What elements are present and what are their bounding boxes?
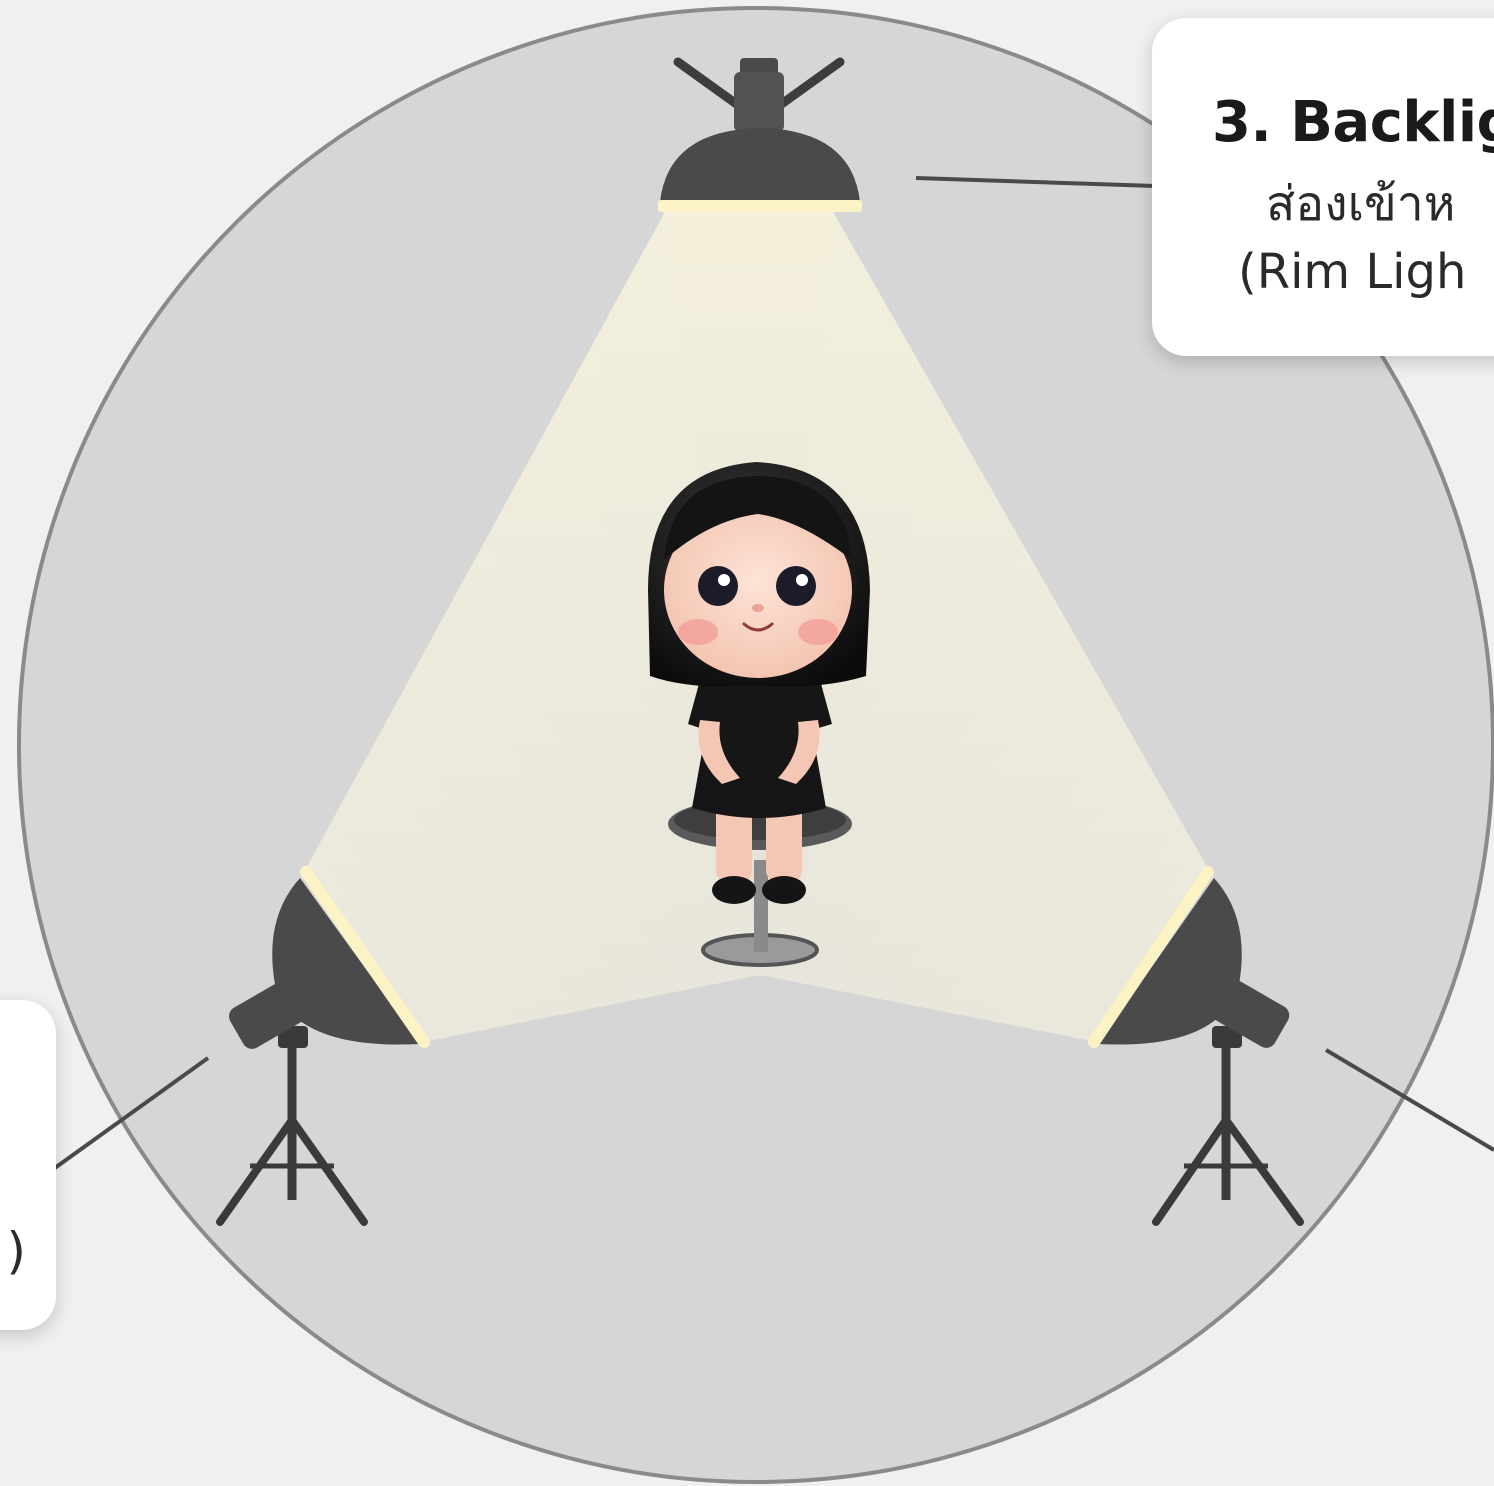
backlight-callout: 3. Backlig ส่องเข้าห (Rim Ligh [1152,18,1494,356]
key-light-callout-text: ) [6,1222,26,1280]
backlight-callout-title: 3. Backlig [1212,90,1494,155]
key-light-callout: ) [0,1000,56,1330]
backlight-callout-description: ส่องเข้าห [1266,166,1455,242]
backlight-callout-subtitle: (Rim Ligh [1238,244,1466,300]
